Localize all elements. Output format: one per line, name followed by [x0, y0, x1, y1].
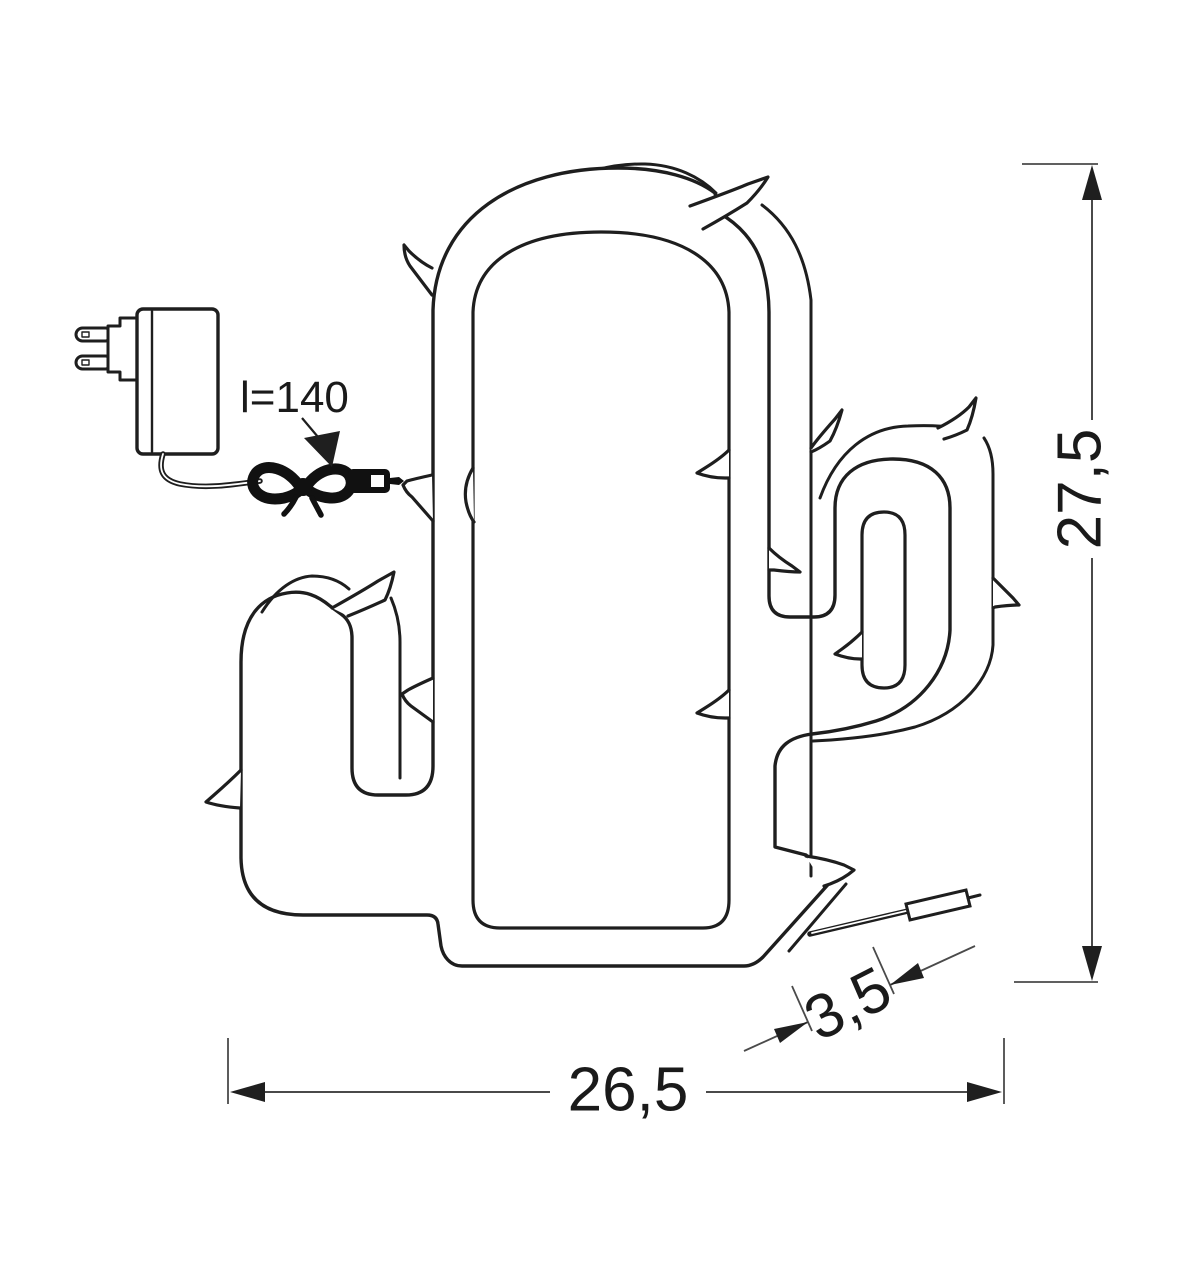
notch-slot [833, 630, 864, 661]
thorn-foot [804, 854, 856, 888]
adapter-body [135, 307, 220, 456]
back-edge-right-arm [811, 436, 995, 743]
depth-arrow-upper [890, 963, 924, 985]
power-adapter [74, 307, 220, 456]
bow-loop-right [300, 463, 357, 504]
bow-loop-left [247, 462, 308, 505]
cactus-thorns [204, 175, 1021, 888]
thorn-left-lower [400, 676, 435, 724]
notch-window-lower [695, 688, 731, 720]
trunk-inner-window [471, 230, 731, 930]
cable-lead-core [160, 453, 261, 488]
thorn-notch-gap-right [767, 546, 802, 574]
depth-arrow-lower [774, 1022, 808, 1043]
bow-tail-left [281, 494, 299, 517]
lamp-inlet-cable [807, 888, 982, 937]
width-dim-label: 26,5 [568, 1056, 689, 1125]
width-arrow-left [230, 1082, 265, 1102]
adapter-pin-slot-top [81, 331, 90, 338]
back-edge-foot-diagonal [787, 882, 848, 953]
thorn-right-arm-top [936, 396, 978, 441]
adapter-pin-slot-bottom [81, 359, 90, 366]
cable-bow [247, 462, 357, 518]
width-arrow-right [967, 1082, 1002, 1102]
cable-length-callout: l=140 [240, 373, 349, 467]
thorn-left-arm-outer [204, 768, 243, 810]
inlet-cable-tip [966, 893, 982, 900]
back-arc-left-arm [260, 574, 351, 614]
inlet-cable-wire-core [811, 910, 907, 934]
dimension-depth: 3,5 [743, 945, 976, 1055]
cable-dc-connector-window [371, 475, 384, 487]
cable-leader-arrow [304, 431, 340, 467]
adapter-cable [158, 451, 404, 518]
depth-tick-upper [872, 946, 895, 995]
cable-dc-connector-tip [390, 477, 404, 485]
cactus-holes [471, 230, 907, 930]
cable-lead [158, 451, 263, 490]
thorn-left-upper [402, 243, 434, 297]
cable-leader-line [301, 417, 319, 438]
right-arm-slot [860, 510, 907, 690]
dimension-width: 26,5 [227, 1038, 1005, 1125]
height-arrow-up [1082, 165, 1102, 200]
height-arrow-down [1082, 946, 1102, 981]
thorn-left-mid [401, 473, 435, 523]
cable-length-label: l=140 [240, 373, 349, 422]
inlet-cable-connector [904, 888, 972, 922]
kink-window-left [463, 466, 476, 524]
bow-knot [294, 478, 312, 496]
depth-tick-lower [791, 985, 813, 1032]
depth-dim-label: 3,5 [794, 954, 902, 1055]
height-dim-label: 27,5 [1046, 429, 1115, 550]
notch-window-upper [695, 448, 731, 480]
bow-tail-right [309, 495, 324, 518]
thorn-left-arm-top [330, 570, 396, 618]
back-edge-left-arm [389, 596, 402, 780]
thorn-right-arm-side [991, 576, 1021, 610]
dimension-height: 27,5 [1014, 163, 1115, 983]
back-edge-right-side [760, 203, 813, 878]
thorn-top-right [688, 175, 770, 231]
adapter-plug-face [106, 316, 141, 382]
thorn-back-right [809, 408, 844, 454]
